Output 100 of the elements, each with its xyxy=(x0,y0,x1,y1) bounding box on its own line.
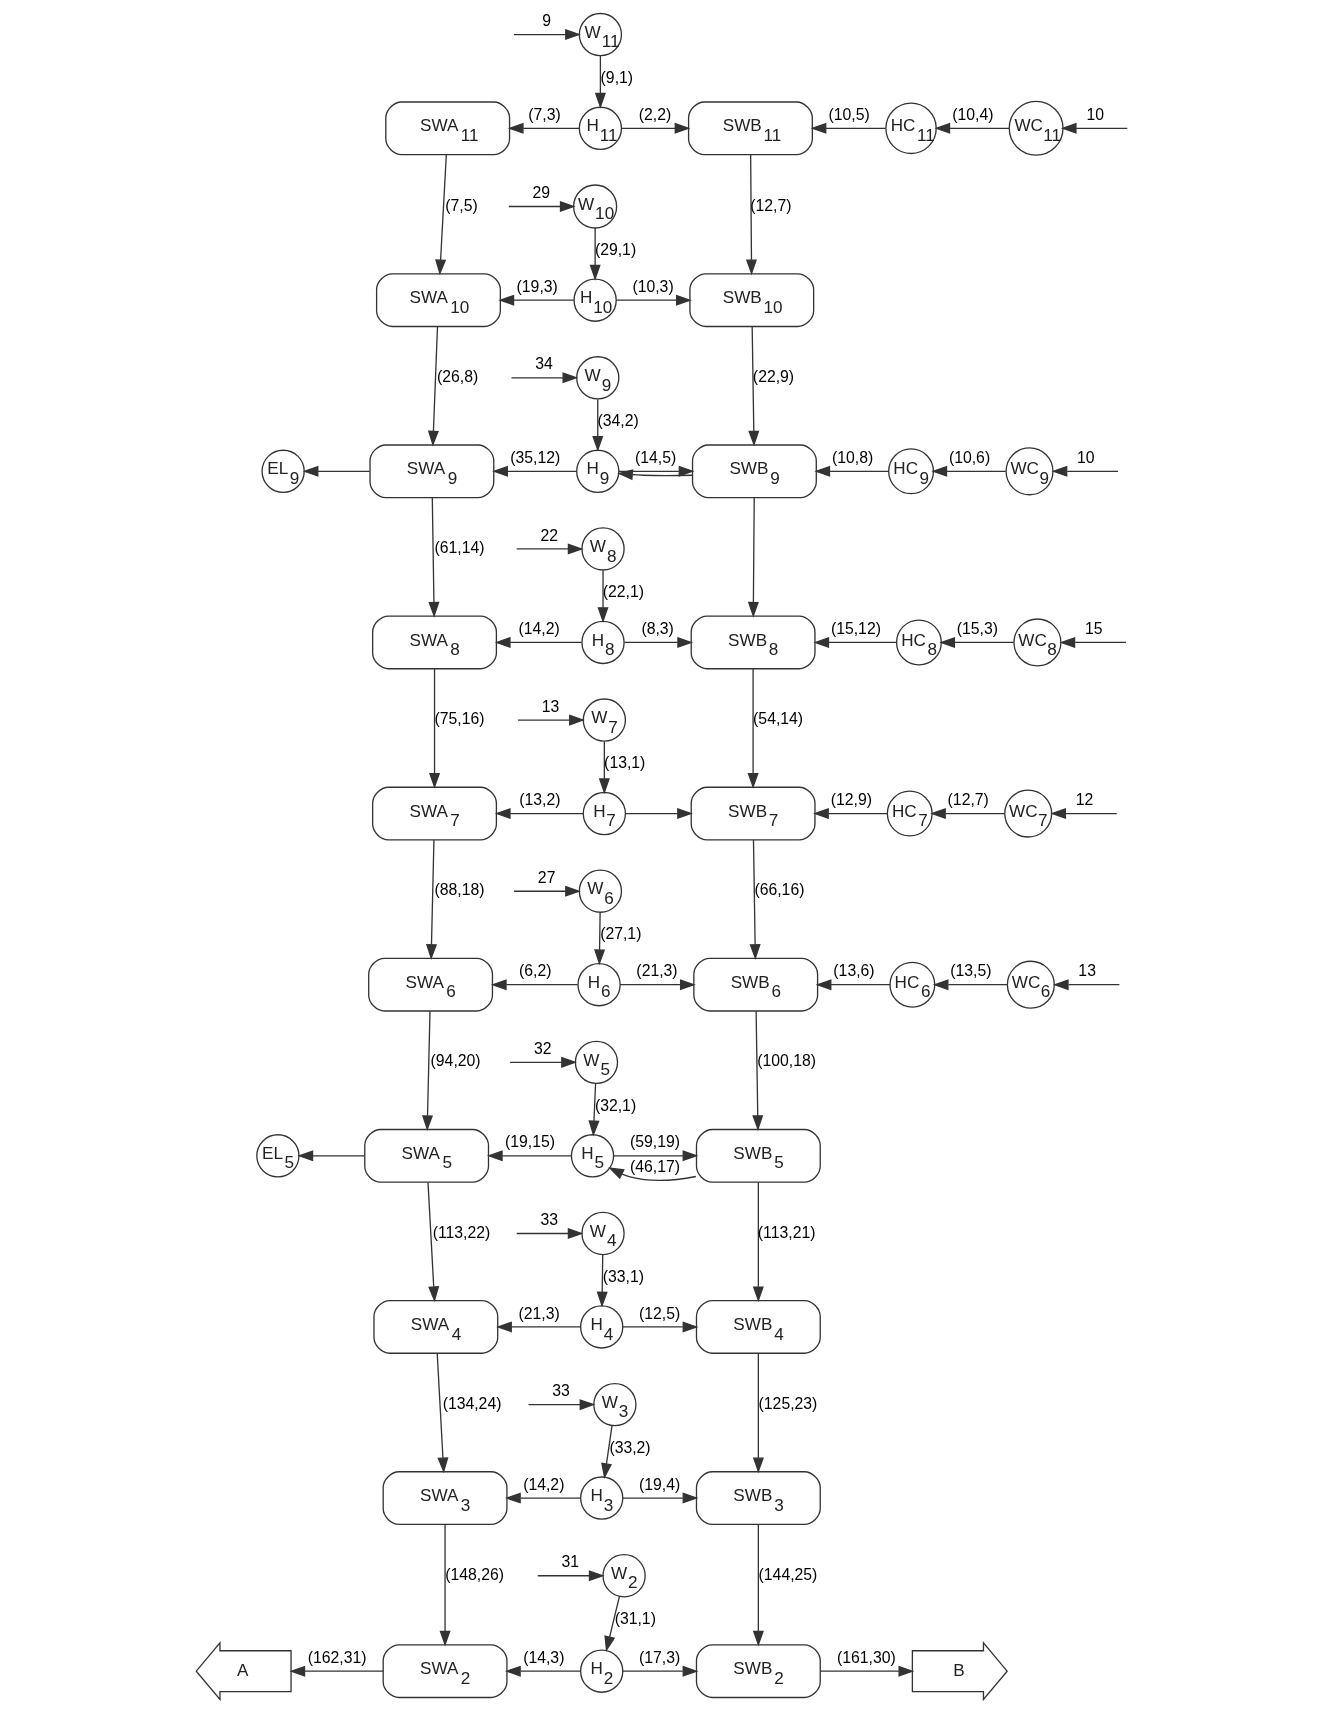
edge-label: (21,3) xyxy=(518,1304,560,1322)
edge-label: (13,1) xyxy=(604,754,646,772)
arrow xyxy=(516,543,584,555)
arrow xyxy=(819,1665,915,1677)
edge-label: 12 xyxy=(1075,791,1094,809)
arrow xyxy=(752,1352,764,1474)
edge-label: (33,2) xyxy=(609,1438,651,1456)
arrow xyxy=(594,912,606,966)
edge-label: (94,20) xyxy=(430,1052,481,1070)
edge-label: (15,12) xyxy=(830,620,881,637)
arrow xyxy=(1052,979,1121,991)
arrow xyxy=(596,1254,608,1308)
arrow xyxy=(747,668,759,789)
arrow xyxy=(589,227,601,281)
arrow xyxy=(508,200,576,213)
arrow xyxy=(588,1083,600,1137)
arrow xyxy=(622,1665,699,1677)
arrow xyxy=(608,1167,697,1182)
arrow xyxy=(1050,808,1118,820)
arrow xyxy=(527,1399,596,1411)
edge-label: (12,7) xyxy=(750,196,792,214)
arrow xyxy=(1060,122,1128,134)
edge-label: 31 xyxy=(561,1553,580,1571)
arrow xyxy=(604,1595,621,1652)
arrow xyxy=(592,398,604,452)
edge-label: (22,1) xyxy=(602,583,645,601)
arrow xyxy=(504,1665,582,1677)
edge-label: 33 xyxy=(552,1382,570,1400)
edge-label: (21,3) xyxy=(636,962,678,980)
edge-label: 13 xyxy=(541,697,560,715)
arrow xyxy=(619,979,696,991)
arrow xyxy=(510,372,579,384)
edge-label: 22 xyxy=(540,526,559,544)
arrow xyxy=(813,808,889,820)
arrow xyxy=(428,497,440,618)
arrow xyxy=(749,839,761,960)
edge-label: (12,9) xyxy=(830,791,872,809)
arrow xyxy=(617,469,693,481)
edge-label: (29,1) xyxy=(594,240,637,258)
edge-label: (14,5) xyxy=(635,448,677,466)
arrow xyxy=(930,808,1006,820)
edge-label: 29 xyxy=(532,184,551,202)
arrow xyxy=(289,1665,384,1677)
arrow xyxy=(297,1150,366,1162)
arrow xyxy=(594,55,606,109)
edge-label: (61,14) xyxy=(434,539,485,557)
arrow xyxy=(486,1150,572,1162)
arrow xyxy=(1051,465,1119,477)
edge-label: 33 xyxy=(540,1211,559,1229)
edge-label: 15 xyxy=(1084,620,1103,637)
edge-label: (19,3) xyxy=(516,277,558,295)
edge-label: (22,9) xyxy=(752,367,795,385)
arrow xyxy=(422,1010,434,1132)
arrow xyxy=(810,122,887,134)
edge-label: (144,25) xyxy=(758,1565,818,1583)
arrow xyxy=(302,465,371,477)
arrow xyxy=(494,808,584,820)
arrow xyxy=(815,979,891,991)
arrow xyxy=(498,294,575,306)
edge-label: (10,8) xyxy=(832,448,874,466)
edge-label: (9,1) xyxy=(600,68,634,86)
arrow xyxy=(615,294,692,306)
edge-label: (161,30) xyxy=(836,1648,896,1666)
edge-label: (19,4) xyxy=(639,1475,681,1493)
edge-label: (13,6) xyxy=(833,962,875,980)
arrow xyxy=(623,636,694,648)
edge-label: (113,22) xyxy=(432,1223,491,1241)
edge-label: (7,3) xyxy=(528,105,561,123)
edge-label: (14,2) xyxy=(518,620,560,637)
arrow xyxy=(931,465,1007,477)
edge-label: (10,3) xyxy=(632,277,674,295)
arrow xyxy=(504,1492,582,1504)
arrow xyxy=(597,569,609,623)
edge-label: (7,5) xyxy=(445,196,478,214)
edge-label: (66,16) xyxy=(754,881,805,899)
arrow xyxy=(537,1570,605,1582)
arrow xyxy=(507,122,580,134)
arrow xyxy=(813,636,898,648)
edge-label: (26,8) xyxy=(436,367,479,385)
edge-label: (19,15) xyxy=(504,1133,555,1151)
arrow xyxy=(513,885,581,897)
arrow xyxy=(496,1321,582,1333)
edge-label: (100,18) xyxy=(757,1052,817,1070)
edge-label: (6,2) xyxy=(519,962,552,980)
arrow xyxy=(618,465,695,477)
edge-label: 34 xyxy=(535,355,553,373)
arrow xyxy=(425,839,438,960)
arrow xyxy=(932,979,1008,991)
edge-label: (32,1) xyxy=(594,1096,637,1114)
arrow xyxy=(490,979,579,991)
edge-label: (46,17) xyxy=(630,1158,681,1176)
edge-label: 10 xyxy=(1086,105,1105,123)
edge-label: (59,19) xyxy=(630,1133,681,1151)
arrow xyxy=(1059,636,1127,648)
arrow xyxy=(752,1010,764,1132)
edge-label: (10,5) xyxy=(828,105,870,123)
edge-label: (33,1) xyxy=(602,1267,645,1285)
edge-label: 27 xyxy=(537,868,556,886)
edge-label: (10,4) xyxy=(952,105,994,123)
edge-label: (13,5) xyxy=(950,962,992,980)
